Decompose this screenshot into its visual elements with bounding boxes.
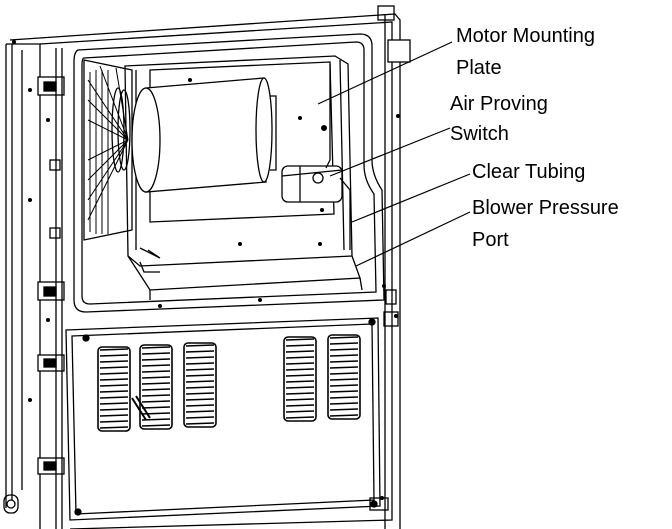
leader-motor-mounting-plate	[317, 41, 453, 105]
screw-dots	[12, 40, 400, 500]
label-blower-pressure-port-2: Port	[472, 229, 509, 251]
leader-blower-pressure-port	[355, 211, 471, 267]
label-motor-mounting-plate-1: Motor Mounting	[456, 25, 595, 47]
upper-compartment	[73, 33, 385, 313]
lower-access-panel	[65, 317, 381, 521]
label-air-proving-switch-1: Air Proving	[450, 93, 548, 115]
leader-air-proving-switch	[329, 127, 451, 177]
leader-lines	[317, 41, 471, 267]
leader-clear-tubing	[351, 173, 471, 223]
louver-group	[97, 334, 361, 432]
label-blower-pressure-port-1: Blower Pressure	[472, 197, 619, 219]
label-clear-tubing: Clear Tubing	[472, 161, 585, 183]
cabinet-frame	[9, 5, 411, 529]
label-air-proving-switch-2: Switch	[450, 123, 509, 145]
label-motor-mounting-plate-2: Plate	[456, 57, 502, 79]
left-door-panel	[3, 43, 41, 529]
hinge-left	[37, 76, 65, 475]
